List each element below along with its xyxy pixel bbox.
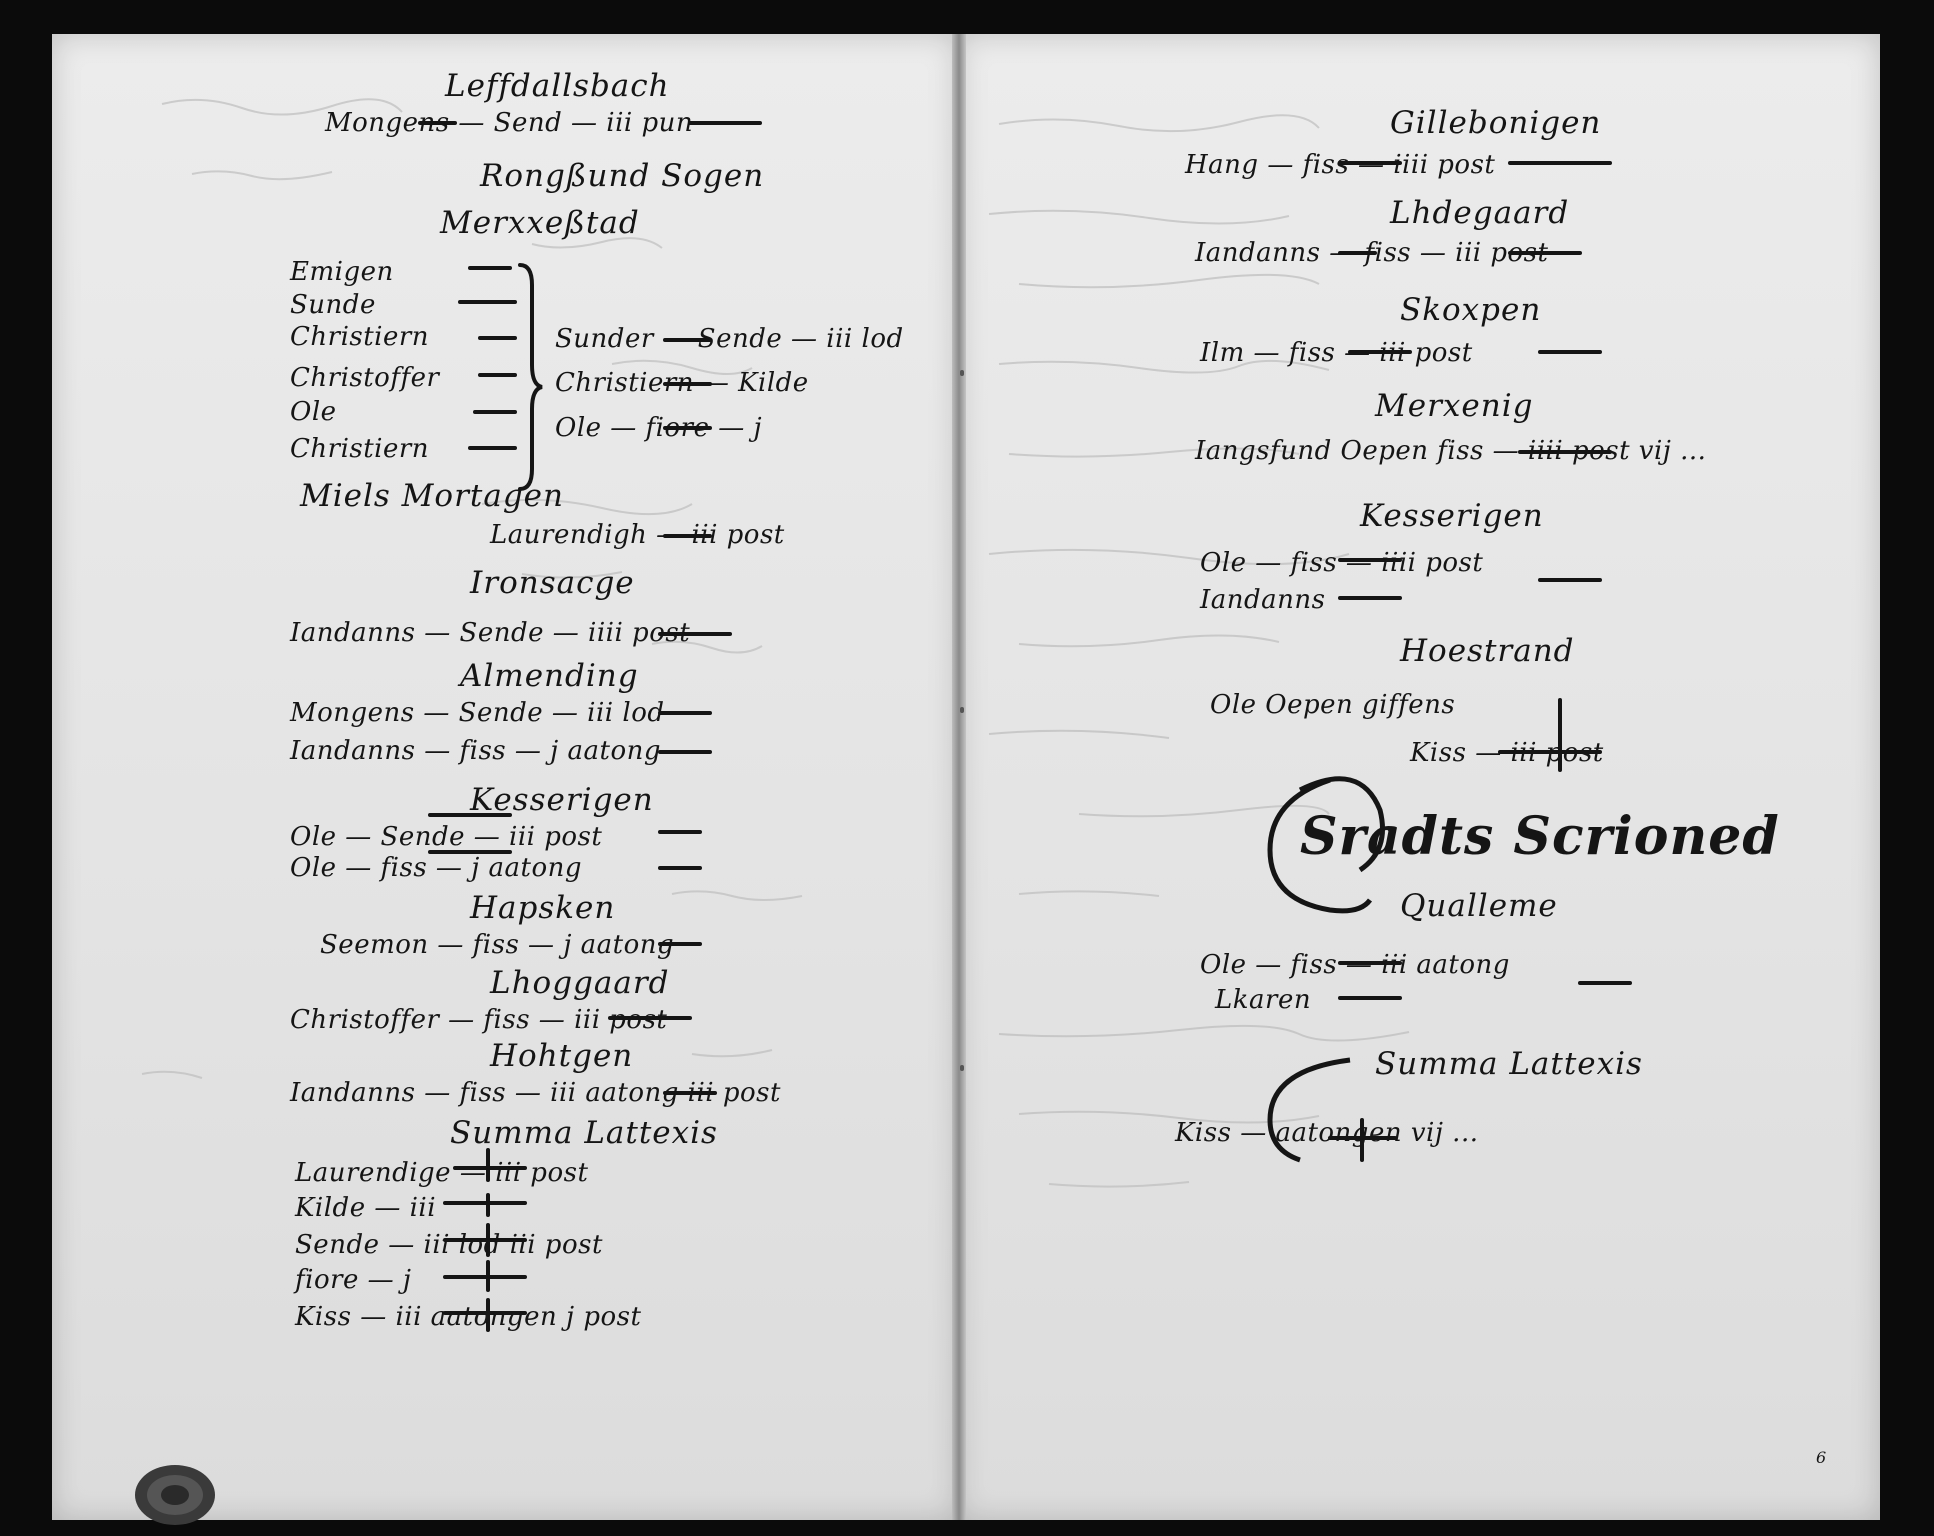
entry-left-name-1: Emigen	[290, 257, 394, 287]
entry-right-3: Ilm — fiss — iii post	[1200, 338, 1473, 368]
entry-left-1: Mongens — Send — iii pun	[325, 108, 694, 138]
entry-left-18: Kiss — iii aatongen j post	[295, 1302, 642, 1332]
left-page	[52, 34, 957, 1520]
binding-hole	[960, 370, 964, 376]
entry-left-8: Iandanns — fiss — j aatong	[290, 736, 661, 766]
heading-right-7: Sradts Scrioned	[1300, 806, 1780, 867]
binding-hole	[960, 707, 964, 713]
heading-right-8: Qualleme	[1400, 888, 1558, 924]
heading-right-4: Merxenig	[1375, 388, 1534, 424]
entry-right-10: Lkaren	[1215, 985, 1312, 1015]
entry-right-7: Ole Oepen giffens	[1210, 690, 1456, 720]
entry-left-9: Ole — Sende — iii post	[290, 822, 603, 852]
entry-left-16: Sende — iii lod iii post	[295, 1230, 603, 1260]
entry-left-name-3: Christiern	[290, 322, 430, 352]
entry-right-1: Hang — fiss — iiii post	[1185, 150, 1496, 180]
bleed-through-left	[52, 34, 957, 1520]
entry-left-10: Ole — fiss — j aatong	[290, 853, 583, 883]
entry-right-6: Iandanns	[1200, 585, 1326, 615]
heading-left-1: Leffdallsbach	[445, 68, 670, 104]
binding-hole	[960, 1065, 964, 1071]
heading-left-5: Ironsacge	[470, 565, 635, 601]
heading-left-8: Hapsken	[470, 890, 616, 926]
entry-right-5: Ole — fiss — iiii post	[1200, 548, 1484, 578]
entry-left-12: Christoffer — fiss — iii post	[290, 1005, 668, 1035]
heading-right-1: Gillebonigen	[1390, 105, 1602, 141]
heading-right-5: Kesserigen	[1360, 498, 1544, 534]
manuscript-spread	[52, 34, 1880, 1520]
entry-right-2: Iandanns — fiss — iii post	[1195, 238, 1549, 268]
heading-left-9: Lhoggaard	[490, 965, 670, 1001]
entry-left-14: Laurendige — iii post	[295, 1158, 589, 1188]
entry-left-name-2: Sunde	[290, 290, 376, 320]
heading-right-3: Skoxpen	[1400, 292, 1542, 328]
heading-right-9: Summa Lattexis	[1375, 1046, 1643, 1082]
entry-left-13: Iandanns — fiss — iii aatong iii post	[290, 1078, 781, 1108]
entry-left-7: Mongens — Sende — iii lod	[290, 698, 665, 728]
entry-left-name-4: Christoffer	[290, 363, 440, 393]
entry-left-name-5: Ole	[290, 397, 337, 427]
entry-right-9: Ole — fiss — iii aatong	[1200, 950, 1510, 980]
heading-left-3: Merxxeßtad	[440, 205, 640, 241]
entry-left-15: Kilde — iii	[295, 1193, 437, 1223]
entry-left-5: Laurendigh — iii post	[490, 520, 785, 550]
heading-right-2: Lhdegaard	[1390, 195, 1570, 231]
heading-left-11: Summa Lattexis	[450, 1115, 718, 1151]
entry-right-4: Iangsfund Oepen fiss — iiii post vij ...	[1195, 436, 1707, 466]
entry-left-17: fiore — j	[295, 1265, 412, 1295]
heading-left-10: Hohtgen	[490, 1038, 634, 1074]
heading-left-4: Miels Mortagen	[300, 478, 564, 514]
entry-left-name-6: Christiern	[290, 434, 430, 464]
heading-left-2: Rongßund Sogen	[480, 158, 765, 194]
entry-left-4: Ole — fiore — j	[555, 413, 763, 443]
folio-number: 6	[1816, 1448, 1827, 1467]
entry-left-11: Seemon — fiss — j aatong	[320, 930, 675, 960]
entry-right-11: Kiss — aatongen vij ...	[1175, 1118, 1479, 1148]
right-page	[959, 34, 1880, 1520]
seal-stamp	[130, 1455, 220, 1529]
heading-right-6: Hoestrand	[1400, 633, 1575, 669]
heading-left-6: Almending	[460, 658, 639, 694]
heading-left-7: Kesserigen	[470, 782, 654, 818]
entry-left-3: Christiern — Kilde	[555, 368, 809, 398]
entry-left-6: Iandanns — Sende — iiii post	[290, 618, 691, 648]
book-gutter	[952, 34, 966, 1520]
entry-left-2: Sunder — Sende — iii lod	[555, 324, 904, 354]
entry-right-8: Kiss — iii post	[1410, 738, 1604, 768]
